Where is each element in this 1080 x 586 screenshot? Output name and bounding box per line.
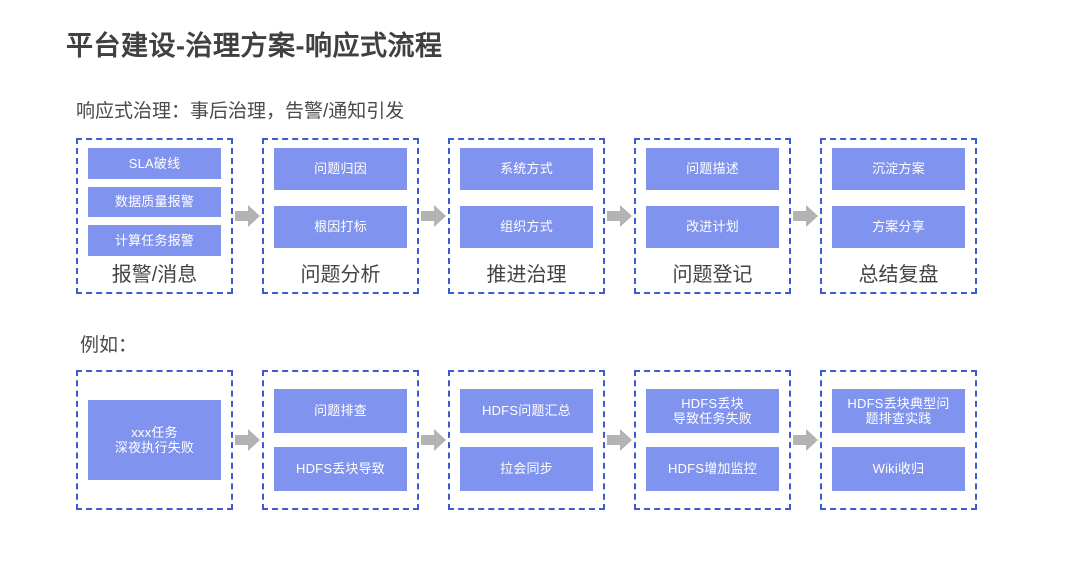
task-line: 导致任务失败 [672,411,753,426]
responsive-stage-4-task-1[interactable]: 问题描述 [646,148,779,190]
task-line: HDFS增加监控 [668,461,757,477]
responsive-stage-1-label: 报警/消息 [111,264,198,287]
task-line: 根因打标 [314,219,367,235]
task-line: 组织方式 [500,219,553,235]
responsive-stage-3-label: 推进治理 [486,264,567,286]
task-line: Wiki收归 [872,461,925,477]
task-line: 深夜执行失败 [114,440,195,455]
example-stage-5[interactable]: HDFS丢块典型问题排查实践 Wiki收归 [820,370,977,510]
right-arrow-icon [419,370,448,510]
example-stage-2-task-1[interactable]: 问题排查 [274,389,407,433]
example-stage-2[interactable]: 问题排查 HDFS丢块导致 [262,370,419,510]
example-stage-2-task-2[interactable]: HDFS丢块导致 [274,447,407,491]
right-arrow-icon [605,138,634,294]
responsive-stage-4[interactable]: 问题描述改进计划问题登记 [634,138,791,294]
task-line: HDFS丢块导致 [296,461,385,477]
task-line: 问题排查 [314,403,367,419]
responsive-stage-2-task-1[interactable]: 问题归因 [274,148,407,190]
responsive-stage-5[interactable]: 沉淀方案方案分享总结复盘 [820,138,977,294]
responsive-stage-3-task-1[interactable]: 系统方式 [460,148,593,190]
task-line: xxx任务 [131,424,178,440]
responsive-stage-4-task-2[interactable]: 改进计划 [646,206,779,248]
task-line: HDFS丢块典型问 [847,395,950,411]
responsive-stage-2[interactable]: 问题归因根因打标问题分析 [262,138,419,294]
responsive-stage-1-task-1[interactable]: SLA破线 [88,148,221,179]
right-arrow-icon [233,370,262,510]
task-line: HDFS问题汇总 [482,403,571,419]
example-stage-5-task-1[interactable]: HDFS丢块典型问题排查实践 [832,389,965,433]
example-stage-3-task-1[interactable]: HDFS问题汇总 [460,389,593,433]
responsive-stage-1[interactable]: SLA破线数据质量报警计算任务报警报警/消息 [76,138,233,294]
task-line: 数据质量报警 [114,194,195,210]
example-stage-1[interactable]: xxx任务深夜执行失败 [76,370,233,510]
task-line: HDFS丢块 [681,395,744,411]
task-line: 改进计划 [686,219,739,235]
example-stage-3-task-2[interactable]: 拉会同步 [460,447,593,491]
example-stage-3[interactable]: HDFS问题汇总拉会同步 [448,370,605,510]
section-caption-responsive: 响应式治理：事后治理，告警/通知引发 [76,101,405,122]
task-line: SLA破线 [128,155,181,171]
example-stage-5-task-2[interactable]: Wiki收归 [832,447,965,491]
responsive-stage-2-label: 问题分析 [300,264,381,286]
example-stage-4-task-1[interactable]: HDFS丢块导致任务失败 [646,389,779,433]
responsive-stage-5-task-1[interactable]: 沉淀方案 [832,148,965,190]
section-caption-example: 例如： [80,335,138,356]
task-line: 题排查实践 [865,411,932,426]
page-title: 平台建设-治理方案-响应式流程 [66,31,443,61]
task-line: 计算任务报警 [114,233,195,249]
example-stage-4[interactable]: HDFS丢块导致任务失败 HDFS增加监控 [634,370,791,510]
task-line: 问题描述 [686,161,739,177]
flow-responsive-governance: SLA破线数据质量报警计算任务报警报警/消息问题归因根因打标问题分析系统方式组织… [76,138,977,294]
responsive-stage-2-task-2[interactable]: 根因打标 [274,206,407,248]
responsive-stage-5-task-2[interactable]: 方案分享 [832,206,965,248]
example-stage-4-task-2[interactable]: HDFS增加监控 [646,447,779,491]
responsive-stage-1-task-2[interactable]: 数据质量报警 [88,186,221,218]
responsive-stage-3-task-2[interactable]: 组织方式 [460,206,593,248]
task-line: 拉会同步 [500,461,553,477]
responsive-stage-4-label: 问题登记 [672,264,753,286]
right-arrow-icon [605,370,634,510]
right-arrow-icon [233,138,262,294]
right-arrow-icon [791,138,820,294]
responsive-stage-1-task-3[interactable]: 计算任务报警 [88,225,221,257]
example-stage-1-task-1[interactable]: xxx任务深夜执行失败 [88,400,221,480]
task-line: 沉淀方案 [872,161,925,177]
task-line: 系统方式 [500,161,553,177]
right-arrow-icon [791,370,820,510]
responsive-stage-5-label: 总结复盘 [858,264,939,286]
task-line: 问题归因 [314,161,367,177]
responsive-stage-3[interactable]: 系统方式组织方式推进治理 [448,138,605,294]
task-line: 方案分享 [872,219,925,235]
right-arrow-icon [419,138,448,294]
